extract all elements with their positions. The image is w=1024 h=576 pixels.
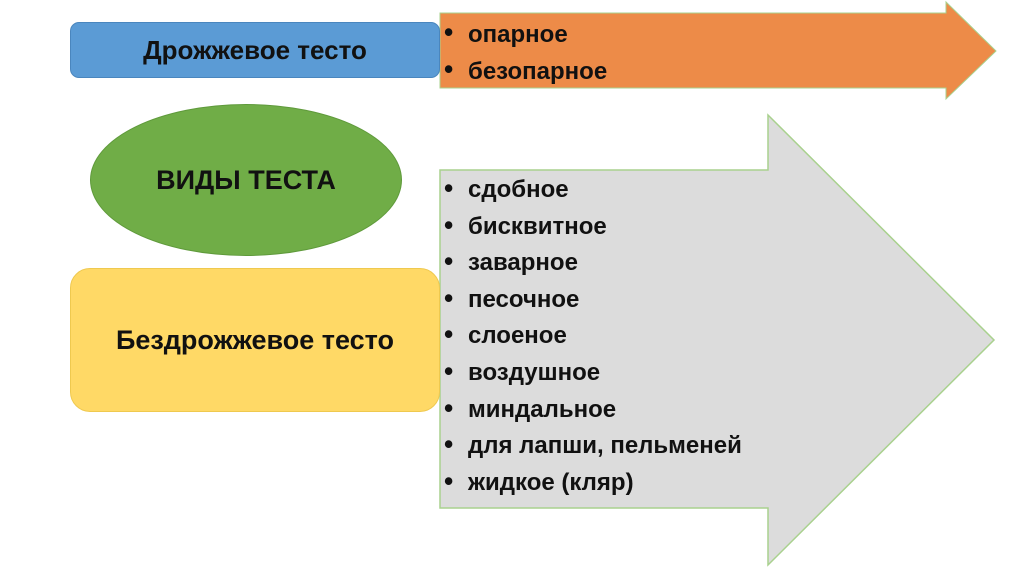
yeast-free-dough-list: сдобное бисквитное заварное песочное сло…	[440, 170, 742, 502]
dough-types-label: ВИДЫ ТЕСТА	[156, 164, 336, 195]
list-item: песочное	[440, 280, 742, 319]
list-item: жидкое (кляр)	[440, 463, 742, 502]
list-item: заварное	[440, 243, 742, 282]
list-item: безопарное	[440, 51, 607, 90]
yeast-free-dough-label: Бездрожжевое тесто	[115, 324, 395, 355]
list-item: миндальное	[440, 390, 742, 429]
list-item: бисквитное	[440, 207, 742, 246]
list-item: для лапши, пельменей	[440, 426, 742, 465]
yeast-dough-box: Дрожжевое тесто	[70, 22, 440, 78]
yeast-dough-list: опарное безопарное	[440, 14, 607, 90]
dough-types-ellipse: ВИДЫ ТЕСТА	[90, 104, 402, 256]
list-item: слоеное	[440, 316, 742, 355]
list-item: сдобное	[440, 170, 742, 209]
list-item: опарное	[440, 14, 607, 53]
yeast-dough-label: Дрожжевое тесто	[143, 34, 367, 65]
list-item: воздушное	[440, 353, 742, 392]
yeast-free-dough-box: Бездрожжевое тесто	[70, 268, 440, 412]
